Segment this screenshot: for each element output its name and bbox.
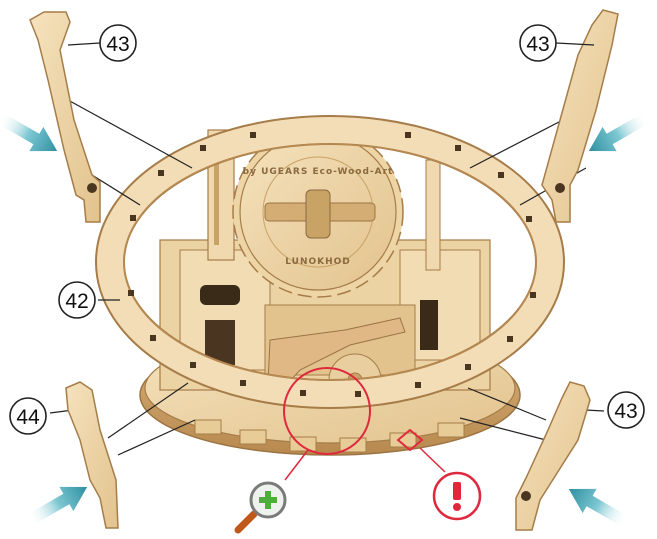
gear-engraving-top: by UGEARS Eco-Wood-Art — [243, 167, 394, 177]
gear-engraving-bottom: LUNOKHOD — [285, 257, 351, 267]
callout-43-top-right: 43 — [520, 25, 556, 61]
svg-text:43: 43 — [106, 33, 129, 56]
drive-gear: by UGEARS Eco-Wood-Art LUNOKHOD — [233, 127, 403, 297]
callout-42: 42 — [59, 282, 95, 318]
callout-44: 44 — [10, 398, 46, 434]
zoom-in-icon — [238, 483, 285, 530]
svg-text:43: 43 — [614, 400, 637, 423]
svg-text:42: 42 — [65, 290, 88, 313]
svg-text:44: 44 — [16, 406, 40, 429]
arrow-icon-bottom-right — [562, 477, 633, 534]
leg-part-43-bottom-right — [516, 382, 590, 530]
arrow-icon-bottom-left — [23, 475, 94, 532]
mechanism-assembly: by UGEARS Eco-Wood-Art LUNOKHOD — [110, 127, 550, 455]
callout-43-bottom-right: 43 — [608, 392, 644, 428]
arrow-icon-top-left — [0, 106, 64, 163]
warning-exclamation-icon — [434, 473, 480, 519]
svg-text:43: 43 — [526, 33, 549, 56]
callout-43-top-left: 43 — [100, 25, 136, 61]
